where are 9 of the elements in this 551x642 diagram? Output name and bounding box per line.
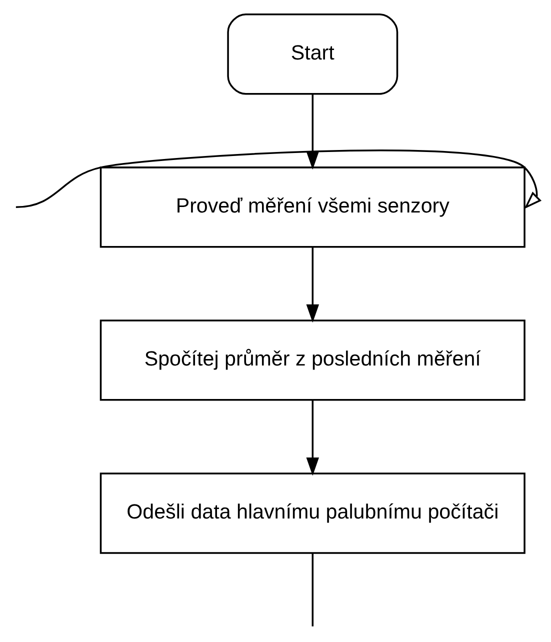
node-box: Start: [226, 14, 398, 95]
arrow: [15, 150, 542, 210]
connector: [311, 553, 314, 626]
node-box: Spočítej průměr z posledních měření: [99, 320, 525, 401]
arrow: [306, 94, 319, 170]
arrow: [306, 400, 319, 476]
arrow: [306, 246, 319, 323]
node-box: Proveď měření všemi senzory: [99, 166, 525, 248]
node-box: Odešli data hlavnímu palubnímu počítači: [99, 472, 525, 554]
